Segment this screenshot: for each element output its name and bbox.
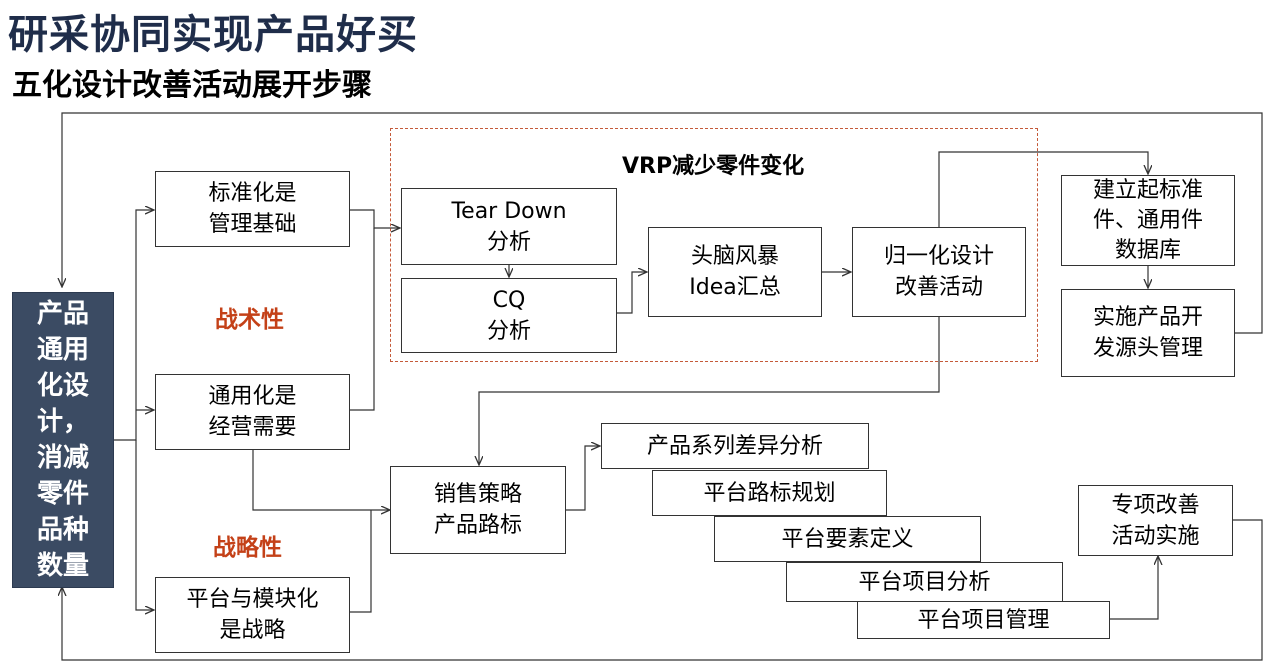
platform-to-sales <box>350 510 372 613</box>
normalize-box: 归一化设计 改善活动 <box>852 227 1026 317</box>
goal-branch-trunk <box>114 210 153 441</box>
database-box: 建立起标准 件、通用件 数据库 <box>1061 175 1235 266</box>
brainstorm-box: 头脑风暴 Idea汇总 <box>648 227 822 317</box>
sales-to-stairs <box>566 446 599 511</box>
implement-box: 实施产品开 发源头管理 <box>1061 289 1235 377</box>
vrp-label: VRP减少零件变化 <box>622 154 805 179</box>
stair-step: 产品系列差异分析 <box>601 423 869 469</box>
tactical-tag: 战术性 <box>215 307 284 333</box>
feedback-bottom-line <box>62 519 1263 661</box>
vrp-frame <box>390 128 1038 362</box>
goal-branch-bottom <box>135 440 153 610</box>
standardization-box: 标准化是 管理基础 <box>155 171 350 247</box>
strategic-tag: 战略性 <box>213 535 282 561</box>
stair-step: 平台要素定义 <box>714 516 981 562</box>
normalize-to-sales <box>479 317 940 464</box>
goal-box: 产品 通用 化设 计， 消减 零件 品种 数量 <box>12 292 114 588</box>
stairs-to-special <box>1110 557 1158 620</box>
special-box: 专项改善 活动实施 <box>1078 485 1233 556</box>
cq-to-brainstorm <box>617 272 646 314</box>
stair-step: 平台路标规划 <box>652 470 887 516</box>
gen-to-sales <box>252 450 389 510</box>
page-subtitle: 五化设计改善活动展开步骤 <box>12 68 372 103</box>
normalize-to-database <box>938 151 1148 227</box>
platform-box: 平台与模块化 是战略 <box>155 577 350 653</box>
generalization-box: 通用化是 经营需要 <box>155 374 350 450</box>
std-to-teardown <box>350 209 399 228</box>
stair-step: 平台项目管理 <box>857 601 1110 639</box>
sales-box: 销售策略 产品路标 <box>390 466 566 554</box>
stair-step: 平台项目分析 <box>786 562 1063 602</box>
gen-to-teardown <box>350 228 375 411</box>
feedback-top-line <box>62 112 1263 334</box>
teardown-box: Tear Down 分析 <box>401 188 617 265</box>
page-title: 研采协同实现产品好买 <box>8 12 418 58</box>
cq-box: CQ 分析 <box>401 278 617 353</box>
